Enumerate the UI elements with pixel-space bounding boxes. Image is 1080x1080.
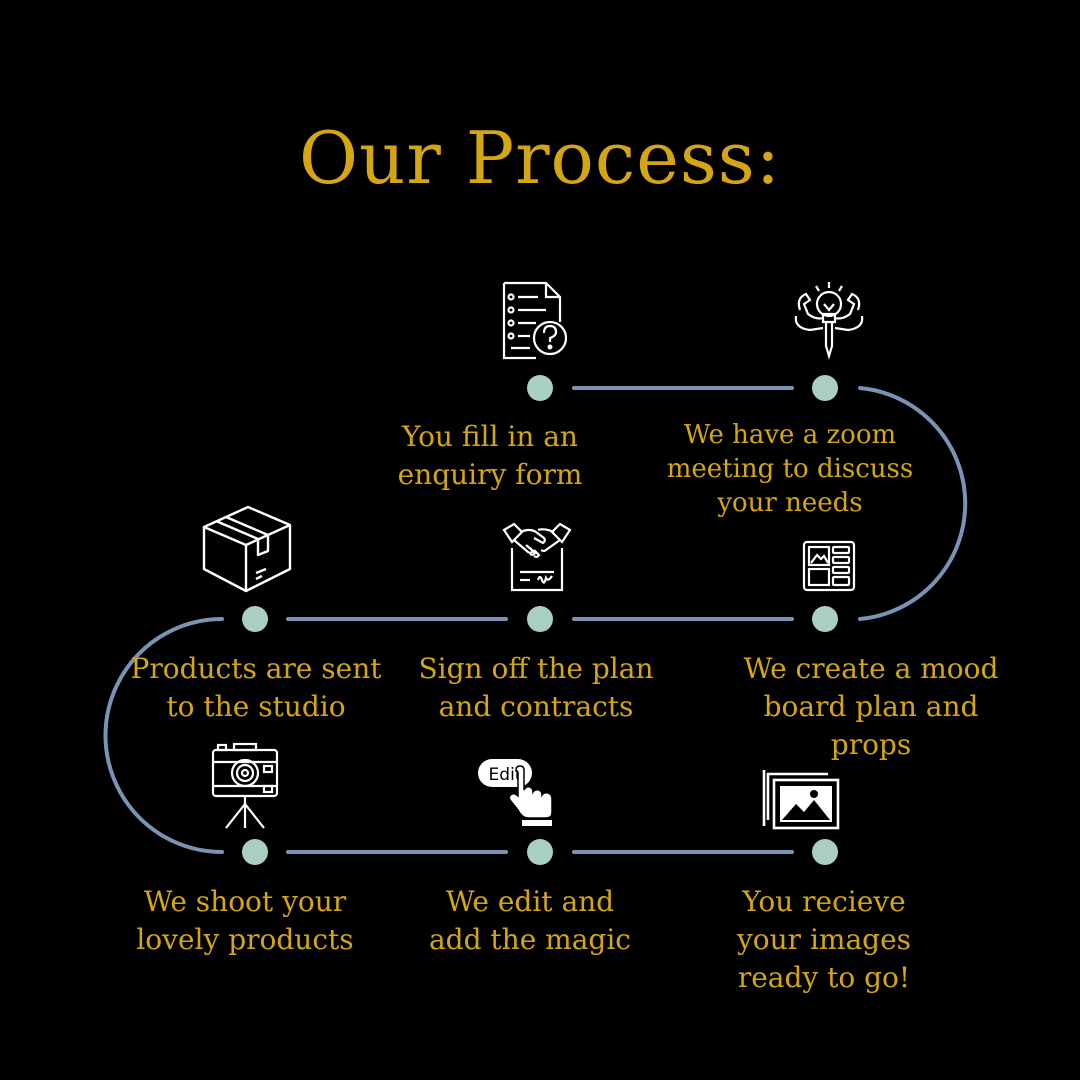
- page-title: Our Process:: [298, 116, 781, 200]
- step-dot-6: [242, 839, 268, 865]
- step-label-1: You fill in an enquiry form: [397, 420, 583, 491]
- mood-board-icon: [802, 540, 856, 592]
- step-label-4: Sign off the plan and contracts: [418, 652, 654, 723]
- connector-curve-2-3: [858, 386, 968, 621]
- step-label-7: We edit and add the magic: [428, 885, 631, 956]
- connector-curve-5-6: [103, 617, 224, 854]
- step-dot-7: [527, 839, 553, 865]
- step-dot-2: [812, 375, 838, 401]
- step-dot-3: [812, 606, 838, 632]
- step-dot-8: [812, 839, 838, 865]
- step-dot-1: [527, 375, 553, 401]
- edit-hand-icon: Edit: [476, 756, 560, 828]
- step-label-8: You recieve your images ready to go!: [736, 885, 912, 994]
- step-label-2: We have a zoom meeting to discuss your n…: [666, 420, 914, 518]
- step-dot-4: [527, 606, 553, 632]
- enquiry-form-icon: [500, 280, 572, 362]
- step-label-5: Products are sent to the studio: [130, 652, 382, 723]
- edit-icon-text: Edit: [489, 765, 522, 785]
- lightbulb-idea-icon: [790, 280, 868, 362]
- step-dot-5: [242, 606, 268, 632]
- step-label-3: We create a mood board plan and props: [743, 652, 999, 761]
- images-gallery-icon: [762, 770, 842, 832]
- handshake-contract-icon: [500, 518, 574, 594]
- package-box-icon: [200, 503, 294, 595]
- camera-tripod-icon: [210, 742, 280, 832]
- step-label-6: We shoot your lovely products: [136, 885, 354, 956]
